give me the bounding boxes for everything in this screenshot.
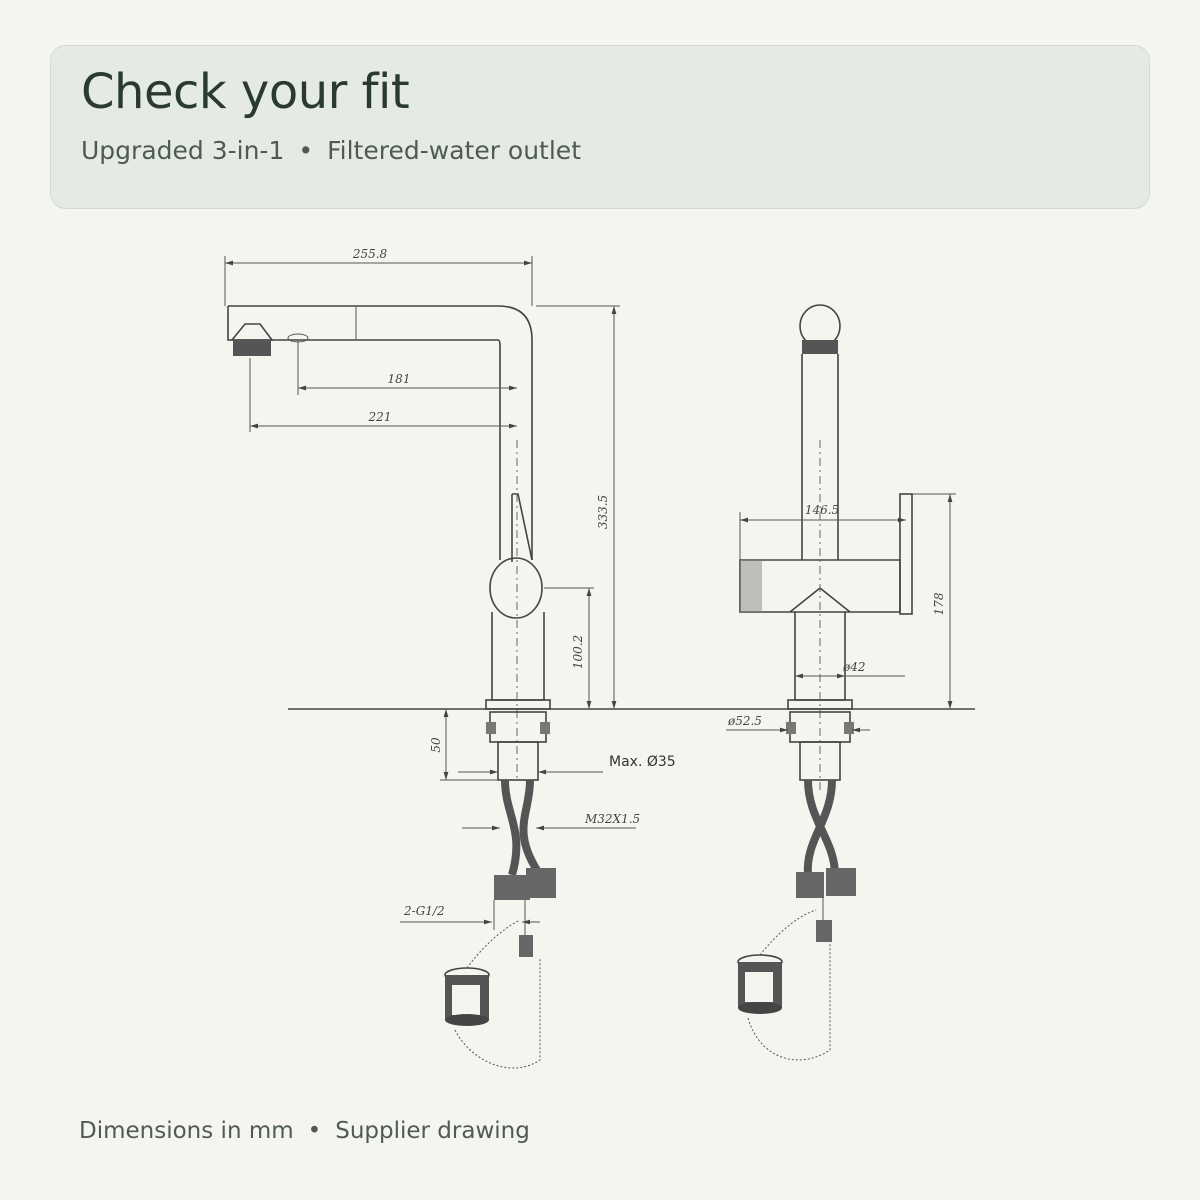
dim-inlets: 2-G1/2	[403, 904, 445, 918]
mounting-nut	[489, 711, 547, 743]
dim-handle-height: 100.2	[571, 635, 585, 669]
lever	[512, 493, 533, 561]
dim-outlet-to-column: 181	[388, 372, 411, 386]
dim-max-hole: Max. Ø35	[609, 754, 676, 770]
footer-separator: •	[307, 1118, 322, 1144]
hose-right	[519, 779, 544, 878]
side-lever	[899, 493, 913, 615]
footer-source: Supplier drawing	[335, 1118, 530, 1144]
header-card: Check your fit Upgraded 3-in-1 • Filtered-…	[50, 45, 1150, 209]
page-title: Check your fit	[81, 64, 410, 120]
subtitle-outlet: Filtered-water outlet	[327, 136, 581, 165]
dim-shank-length: 50	[429, 737, 443, 753]
side-view: 255.8 181 221 333.5 100.2 50 Max. Ø35 M3…	[224, 247, 676, 1069]
filter-cartridge	[444, 967, 490, 1026]
spout-knurl	[802, 340, 838, 354]
base-ring	[485, 699, 551, 710]
dim-side-height: 178	[932, 592, 946, 615]
dim-total-height: 333.5	[596, 495, 610, 529]
handle-body	[489, 557, 543, 619]
filter-fitting	[519, 935, 533, 957]
hose-connector-left	[494, 875, 530, 900]
dim-base-diameter: ø52.5	[727, 714, 762, 728]
front-view: 146.5 178 ø42 ø52.5	[726, 304, 956, 1061]
footer-units: Dimensions in mm	[79, 1118, 294, 1144]
dim-body-diameter: ø42	[842, 660, 866, 674]
dim-handle-width: 146.5	[805, 503, 839, 517]
spout-arm-top	[228, 305, 533, 560]
front-filter-cartridge	[737, 954, 783, 1014]
threaded-shank	[497, 741, 539, 781]
aerator-nozzle	[230, 323, 274, 341]
dim-spout-reach: 255.8	[352, 247, 388, 261]
footer-caption: Dimensions in mm • Supplier drawing	[79, 1118, 530, 1144]
spout-arm-bottom	[227, 306, 501, 560]
hose-left	[501, 779, 521, 877]
subtitle-separator: •	[298, 136, 314, 165]
column-body	[491, 612, 545, 701]
subtitle-feature: Upgraded 3-in-1	[81, 136, 285, 165]
page-subtitle: Upgraded 3-in-1 • Filtered-water outlet	[81, 136, 581, 165]
hose-connector-right	[526, 868, 556, 898]
front-shank	[799, 741, 841, 781]
aerator-knurl	[233, 340, 271, 356]
dim-aerator-to-column: 221	[368, 410, 392, 424]
dim-thread: M32X1.5	[584, 812, 640, 826]
